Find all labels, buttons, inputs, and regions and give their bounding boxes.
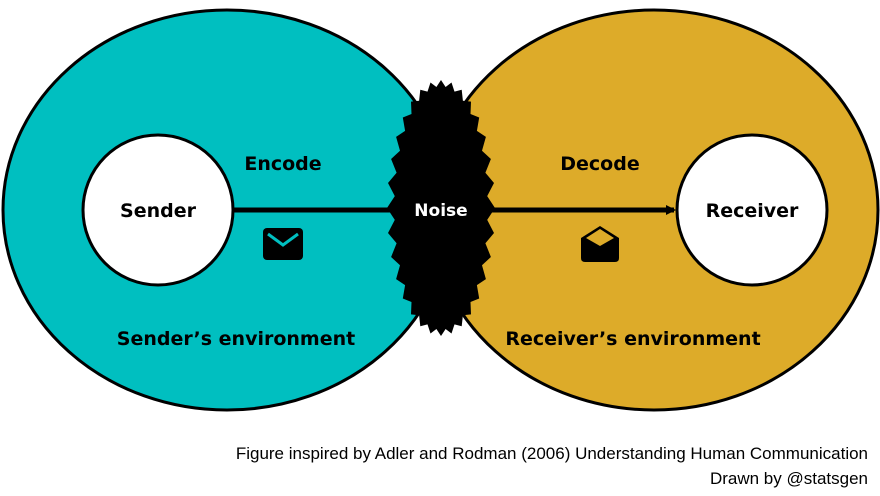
receiver-node <box>675 133 829 287</box>
encode-label: Encode <box>244 153 321 175</box>
receiver-label: Receiver <box>706 200 799 222</box>
receiver-environment-label: Receiver’s environment <box>505 328 760 350</box>
closed-envelope-icon <box>263 228 303 260</box>
open-envelope-icon <box>581 226 619 262</box>
caption-citation: Figure inspired by Adler and Rodman (200… <box>235 444 868 463</box>
caption-author: Drawn by @statsgen <box>709 469 868 488</box>
sender-label: Sender <box>120 200 197 222</box>
noise-shape <box>387 80 495 336</box>
noise-label: Noise <box>414 201 467 221</box>
sender-environment-label: Sender’s environment <box>117 328 355 350</box>
sender-node <box>81 133 235 287</box>
decode-label: Decode <box>560 153 639 175</box>
